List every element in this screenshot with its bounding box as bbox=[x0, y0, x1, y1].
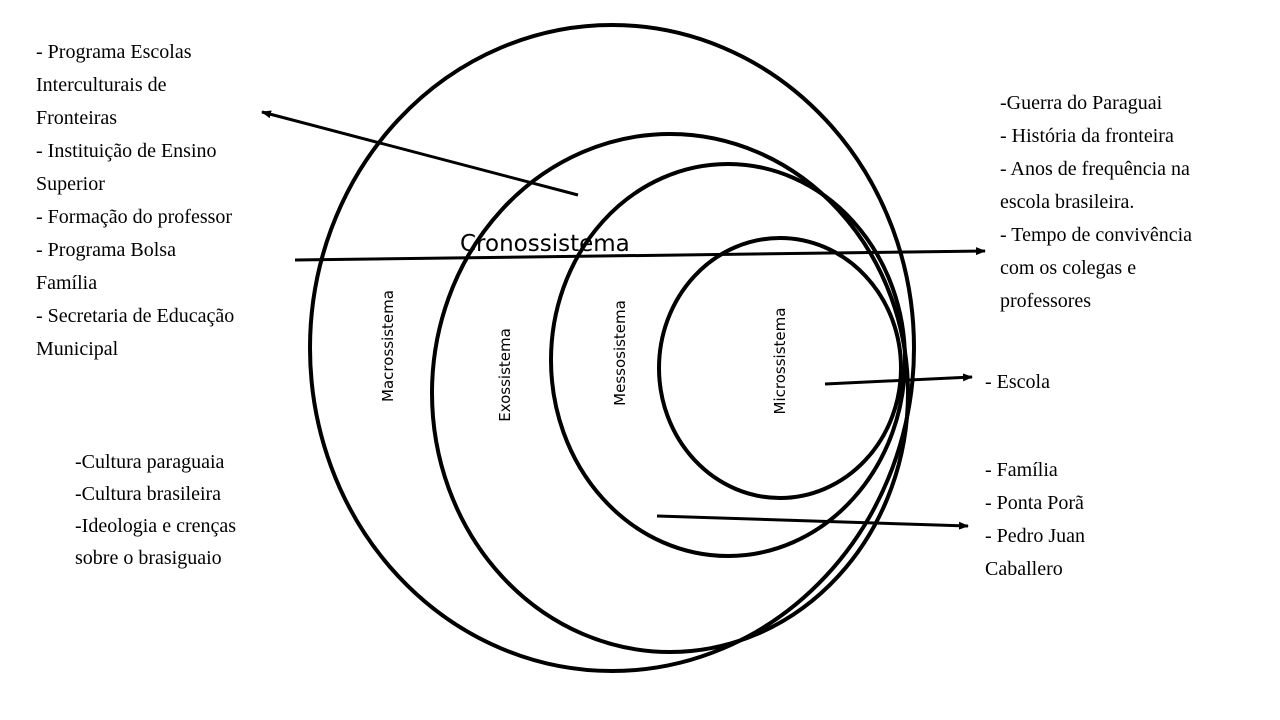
meso-items-list: - Família - Ponta Porã - Pedro Juan Caba… bbox=[985, 454, 1085, 586]
list-item: sobre o brasiguaio bbox=[75, 547, 222, 569]
list-item: Interculturais de bbox=[36, 74, 167, 96]
list-item: - Anos de frequência na bbox=[1000, 158, 1190, 180]
list-item: -Cultura brasileira bbox=[75, 483, 222, 505]
list-item: Municipal bbox=[36, 338, 119, 360]
mesosystem-circle bbox=[549, 162, 907, 558]
exo-arrow bbox=[261, 110, 579, 197]
list-item: Caballero bbox=[985, 558, 1063, 580]
micro-arrow bbox=[824, 373, 973, 386]
micro-items-list: - Escola bbox=[985, 366, 1050, 399]
microsystem-circle bbox=[657, 236, 903, 500]
microsystem-label: Microssistema bbox=[771, 308, 789, 415]
meso-arrow bbox=[656, 514, 969, 530]
list-item: - Escola bbox=[985, 371, 1050, 393]
crono-items-list: -Guerra do Paraguai - História da fronte… bbox=[1000, 87, 1192, 318]
macrosystem-circle bbox=[308, 23, 916, 673]
list-item: - Formação do professor bbox=[36, 206, 233, 228]
list-item: - Tempo de convivência bbox=[1000, 224, 1193, 246]
list-item: -Ideologia e crenças bbox=[75, 515, 237, 537]
list-item: - Programa Bolsa bbox=[36, 239, 176, 261]
list-item: Família bbox=[36, 272, 98, 294]
list-item: - Pedro Juan bbox=[985, 525, 1085, 547]
list-item: - Instituição de Ensino bbox=[36, 140, 217, 162]
list-item: -Cultura paraguaia bbox=[75, 451, 225, 473]
cronosystem-label: Cronossistema bbox=[460, 231, 630, 257]
list-item: com os colegas e bbox=[1000, 257, 1137, 279]
list-item: Superior bbox=[36, 173, 105, 195]
list-item: - Ponta Porã bbox=[985, 492, 1084, 514]
list-item: - Programa Escolas bbox=[36, 41, 192, 63]
exosystem-label: Exossistema bbox=[496, 328, 514, 422]
list-item: -Guerra do Paraguai bbox=[1000, 92, 1163, 114]
mesosystem-label: Messosistema bbox=[611, 300, 629, 406]
list-item: - História da fronteira bbox=[1000, 125, 1174, 147]
list-item: escola brasileira. bbox=[1000, 191, 1135, 213]
list-item: - Secretaria de Educação bbox=[36, 305, 235, 327]
list-item: Fronteiras bbox=[36, 107, 118, 129]
exo-items-list: - Programa Escolas Interculturais de Fro… bbox=[36, 36, 234, 366]
macro-items-list: -Cultura paraguaia -Cultura brasileira -… bbox=[75, 446, 236, 574]
list-item: - Família bbox=[985, 459, 1058, 481]
exosystem-circle bbox=[430, 132, 910, 654]
macrosystem-label: Macrossistema bbox=[379, 290, 397, 402]
list-item: professores bbox=[1000, 290, 1092, 312]
crono-arrow bbox=[294, 247, 986, 262]
